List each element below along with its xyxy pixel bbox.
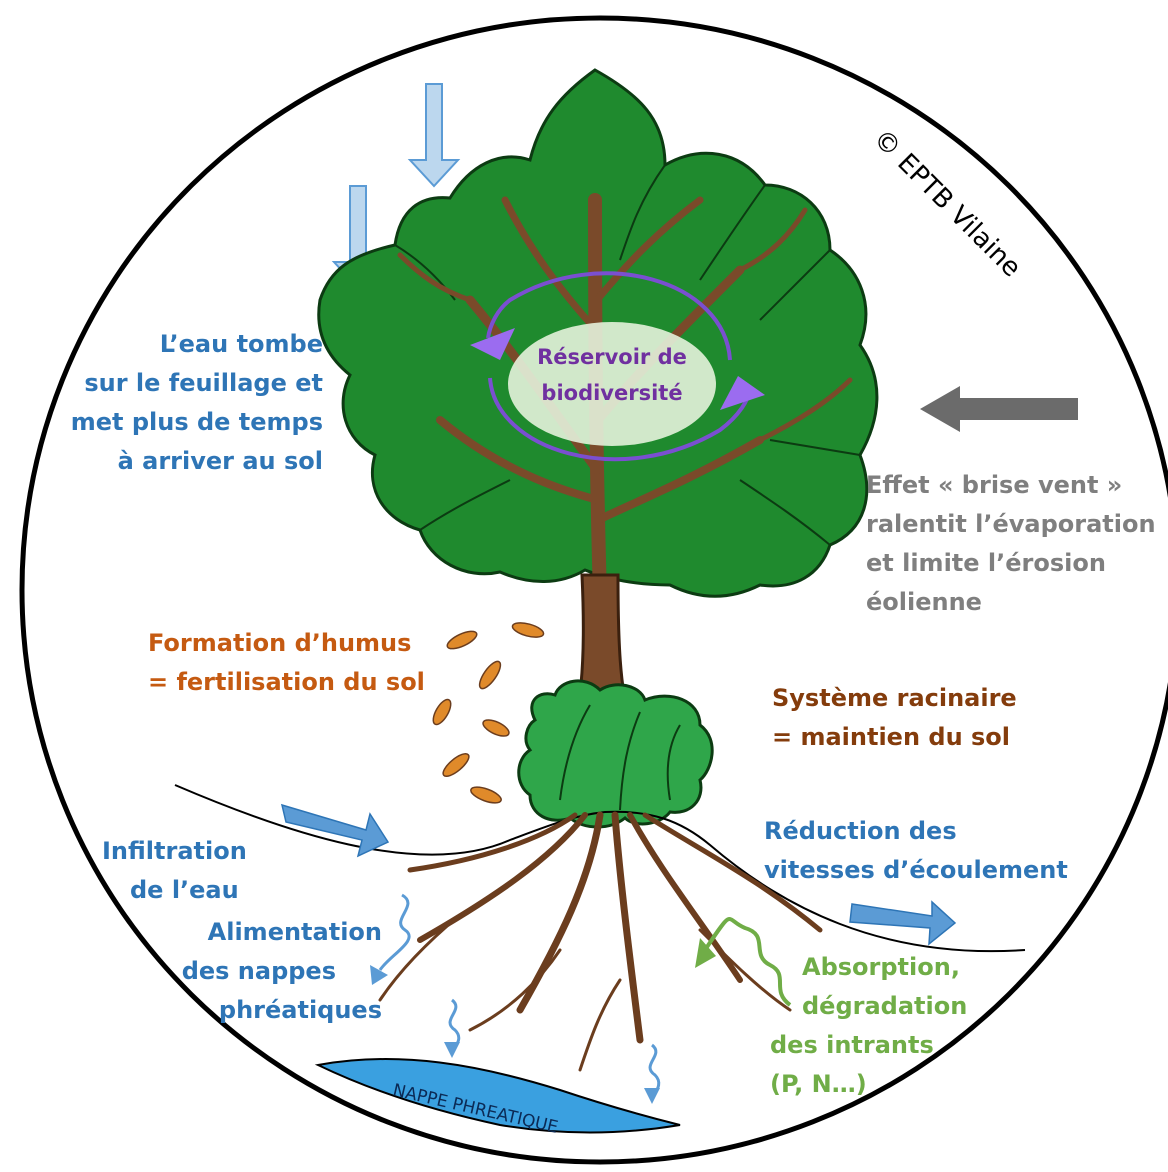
humus-caption: Formation d’humus = fertilisation du sol — [148, 624, 425, 702]
squiggle-arrowheads — [370, 965, 660, 1104]
wind-caption-line: et limite l’érosion — [866, 549, 1106, 577]
absorption-caption-line: des intrants — [770, 1031, 934, 1059]
runoff-caption-line: Réduction des — [764, 817, 957, 845]
cycle-arrowhead-left — [470, 328, 515, 360]
infiltration-caption: Infiltration de l’eau — [102, 832, 247, 910]
absorption-caption-line: dégradation — [802, 992, 968, 1020]
absorption-arrowhead — [695, 938, 716, 968]
rain-caption-line: met plus de temps — [70, 408, 323, 436]
cycle-arrows — [486, 271, 752, 462]
rain-caption: L’eau tombe sur le feuillage et met plus… — [71, 325, 323, 481]
aquifer-feed-caption-line: phréatiques — [218, 996, 382, 1024]
infiltration-caption-line: de l’eau — [130, 876, 239, 904]
aquifer-feed-caption-line: des nappes — [181, 957, 336, 985]
aquifer-feed-caption-line: Alimentation — [207, 918, 382, 946]
absorption-caption-line: (P, N…) — [770, 1070, 867, 1098]
roots-caption-line: Système racinaire — [772, 684, 1017, 712]
runoff-caption: Réduction des vitesses d’écoulement — [764, 812, 1068, 890]
rain-arrow-1 — [407, 83, 461, 188]
aquifer-feed-caption: Alimentation des nappes phréatiques — [182, 913, 382, 1030]
rain-caption-line: à arriver au sol — [117, 447, 323, 475]
shrubs — [517, 679, 714, 829]
humus-caption-line: = fertilisation du sol — [148, 668, 425, 696]
frame-circle — [19, 15, 1168, 1165]
flow-arrows — [280, 803, 957, 946]
absorption-squiggle — [703, 917, 792, 1007]
infiltration-arrow — [280, 803, 390, 858]
roots-caption-line: = maintien du sol — [772, 723, 1011, 751]
reservoir-label-1: Réservoir de — [537, 345, 687, 369]
runoff-caption-line: vitesses d’écoulement — [764, 856, 1068, 884]
falling-leaves — [432, 622, 545, 804]
rain-caption-line: sur le feuillage et — [84, 369, 323, 397]
absorption-caption-line: Absorption, — [802, 953, 960, 981]
aquifer — [314, 1058, 681, 1134]
wind-caption: Effet « brise vent » ralentit l’évaporat… — [866, 466, 1156, 622]
roots-caption: Système racinaire = maintien du sol — [772, 679, 1017, 757]
wind-caption-line: ralentit l’évaporation — [866, 510, 1156, 538]
reservoir-label-2: biodiversité — [541, 381, 682, 405]
ground-line — [174, 784, 1026, 953]
runoff-arrow — [849, 900, 957, 946]
biodiversity-reservoir — [508, 322, 716, 446]
absorption-caption: Absorption, dégradation des intrants (P,… — [770, 948, 967, 1104]
humus-caption-line: Formation d’humus — [148, 629, 412, 657]
wind-caption-line: Effet « brise vent » — [866, 471, 1123, 499]
roots — [378, 811, 823, 1072]
copyright-text: © EPTB Vilaine — [867, 124, 1027, 284]
wind-caption-line: éolienne — [866, 588, 982, 616]
cycle-arrowhead-right — [720, 376, 765, 410]
rain-caption-line: L’eau tombe — [159, 330, 323, 358]
wind-arrow — [920, 386, 1078, 432]
infiltration-caption-line: Infiltration — [102, 837, 247, 865]
